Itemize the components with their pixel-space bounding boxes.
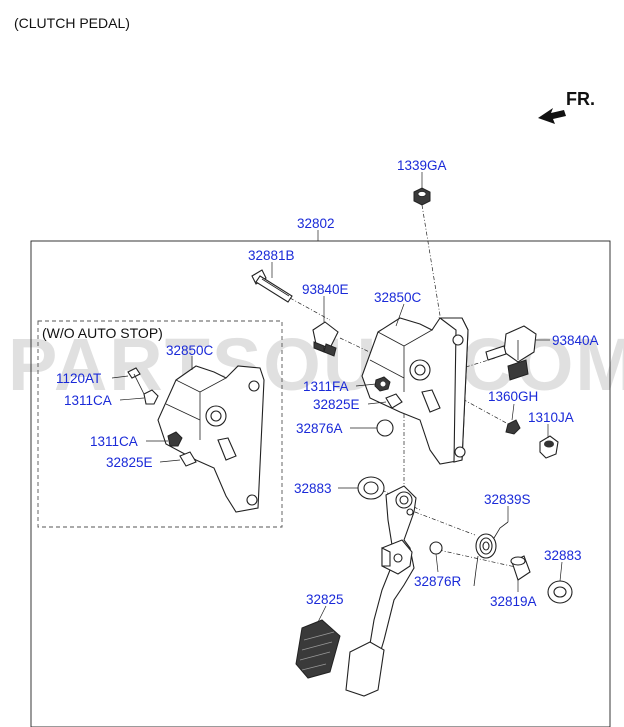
- leader-1311ca-upper: [119, 397, 145, 401]
- nut-1339ga: [413, 187, 431, 206]
- centerline-switch: [339, 337, 379, 357]
- stopper-32825e-inset: [179, 451, 197, 467]
- centerline-spring: [414, 511, 476, 536]
- bushing-32883-left: [357, 476, 385, 500]
- leader-32850c-main: [395, 303, 405, 327]
- label-32883-right: 32883: [544, 548, 582, 563]
- front-direction-indicator: FR.: [538, 89, 595, 124]
- leader-32825e-inset: [159, 459, 181, 463]
- page-title: (CLUTCH PEDAL): [14, 15, 130, 31]
- label-32802: 32802: [297, 216, 335, 231]
- label-1311fa: 1311FA: [303, 379, 349, 394]
- label-93840e: 93840E: [302, 282, 349, 297]
- inset-boundary-box: [37, 320, 283, 528]
- label-32850c-main: 32850C: [374, 290, 422, 305]
- spring-32839s: [473, 521, 509, 587]
- nut-1311fa: [374, 376, 391, 392]
- nut-1310ja: [539, 435, 559, 459]
- label-32825: 32825: [306, 592, 344, 607]
- label-32839s: 32839S: [484, 492, 531, 507]
- damper-32876r: [429, 541, 443, 555]
- label-32881b: 32881B: [248, 248, 295, 263]
- nut-1311ca-upper: [143, 389, 159, 405]
- pedal-bracket-32850c: [361, 317, 469, 465]
- leader-32825: [317, 605, 327, 623]
- label-32876r: 32876R: [414, 574, 462, 589]
- label-32876a: 32876A: [296, 421, 343, 436]
- label-32819a: 32819A: [490, 594, 537, 609]
- bushing-32883-right: [547, 580, 573, 604]
- assembly-boundary-box: [30, 240, 611, 727]
- pedal-pad-fitted: [345, 641, 385, 697]
- leader-32883-right: [559, 561, 563, 582]
- label-1311ca-upper: 1311CA: [64, 393, 112, 408]
- label-1360gh: 1360GH: [488, 389, 538, 404]
- label-32825e-inset: 32825E: [106, 455, 153, 470]
- nut-1360gh: [505, 419, 521, 435]
- switch-93840a: [485, 325, 550, 381]
- label-32850c-inset: 32850C: [166, 343, 214, 358]
- label-1310ja: 1310JA: [528, 410, 574, 425]
- centerline-bolt: [289, 297, 331, 321]
- label-32825e-main: 32825E: [313, 397, 360, 412]
- leader-32825e-main: [367, 401, 387, 405]
- leader-32876r: [435, 553, 439, 573]
- label-1311ca-lower: 1311CA: [90, 434, 138, 449]
- nut-1311ca-lower: [167, 431, 183, 447]
- label-1120at: 1120AT: [56, 371, 101, 386]
- leader-1311fa: [355, 383, 377, 387]
- bolt-32881b: [251, 269, 293, 303]
- leader-1120at: [111, 375, 129, 379]
- pedal-pad-32825: [295, 619, 341, 679]
- label-1339ga: 1339GA: [397, 158, 447, 173]
- inset-bracket-32850c: [157, 365, 265, 513]
- centerline-collar: [429, 547, 521, 569]
- switch-93840e: [312, 321, 339, 357]
- label-32883-left: 32883: [294, 481, 332, 496]
- bolt-1120at: [127, 367, 145, 395]
- pedal-arm: [367, 485, 417, 661]
- collar-32819a: [510, 555, 531, 581]
- label-93840a: 93840A: [552, 333, 599, 348]
- leader-1360gh: [511, 403, 515, 421]
- stopper-32825e-main: [385, 393, 403, 409]
- direction-arrow-icon: [538, 108, 566, 124]
- direction-label: FR.: [566, 89, 595, 109]
- damper-32876a: [376, 419, 394, 437]
- inset-title: (W/O AUTO STOP): [42, 325, 163, 341]
